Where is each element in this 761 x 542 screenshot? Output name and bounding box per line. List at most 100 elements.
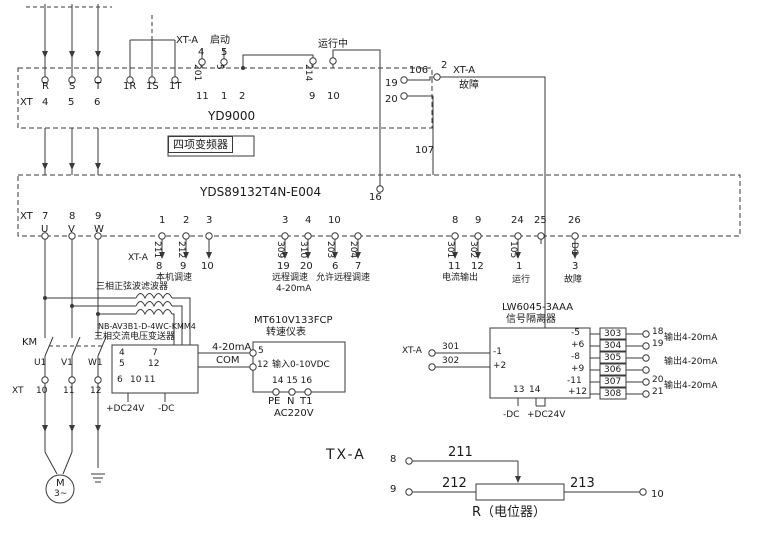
box1-model: YD9000 bbox=[208, 109, 256, 123]
isolator-output2-label: 输出4-20mA bbox=[664, 357, 718, 367]
box1-terminal-6: 6 bbox=[94, 97, 101, 108]
wire-105-label: 105 bbox=[508, 241, 518, 259]
run-output-label: 运行 bbox=[512, 275, 531, 285]
runout-xt-1: 1 bbox=[516, 261, 523, 272]
transmitter-pin-12: 12 bbox=[148, 359, 160, 369]
remote-enable-label: 允许远程调速 bbox=[316, 273, 371, 283]
lead-u1: U1 bbox=[34, 358, 47, 368]
phase-r: R bbox=[42, 81, 49, 92]
box2-terminal-9: 9 bbox=[95, 211, 102, 222]
wire-5-label: 5 bbox=[214, 64, 224, 70]
lead-v1: V1 bbox=[61, 358, 73, 368]
pot-terminal-8: 8 bbox=[390, 454, 397, 465]
isolator-label: 信号隔离器 bbox=[506, 314, 556, 325]
box1-terminal-9: 9 bbox=[309, 91, 316, 102]
current-output-label: 电流输出 bbox=[442, 273, 479, 283]
start-label: 启动 bbox=[210, 35, 230, 46]
wire-214-label: 214 bbox=[303, 64, 313, 82]
meter-input-label: 输入0-10VDC bbox=[272, 360, 330, 370]
running-label: 运行中 bbox=[318, 39, 348, 50]
wire-203-label: 203 bbox=[325, 241, 335, 259]
isolator-xt-20: 20 bbox=[652, 375, 664, 385]
wire-301-label: 301 bbox=[445, 241, 455, 259]
leads-xt-10: 10 bbox=[36, 386, 48, 396]
local-terminal-3: 3 bbox=[206, 215, 213, 226]
meter-pe-label: PE bbox=[268, 396, 281, 407]
isolator-wire-304: 304 bbox=[604, 341, 622, 351]
meter-t1-label: T1 bbox=[300, 396, 313, 407]
pot-label: R（电位器） bbox=[472, 505, 547, 520]
pot-tag-label: TX-A bbox=[326, 447, 366, 463]
meter-n-label: N bbox=[287, 396, 295, 407]
isolator-dc-minus-label: -DC bbox=[503, 410, 520, 420]
motor-phase-label: 3~ bbox=[54, 489, 68, 499]
local-xt-9: 9 bbox=[180, 261, 187, 272]
transmitter-pin-4: 4 bbox=[119, 348, 125, 358]
runout-terminal-24: 24 bbox=[511, 215, 524, 226]
transmitter-pin-6: 6 bbox=[117, 375, 123, 385]
isolator-wire-308: 308 bbox=[604, 389, 622, 399]
output-u: U bbox=[41, 224, 49, 235]
isolator-xt-18: 18 bbox=[652, 327, 664, 337]
box1-terminal-5: 5 bbox=[68, 97, 75, 108]
fault-label: 故障 bbox=[459, 80, 479, 91]
remote-speed-range-label: 4-20mA bbox=[276, 284, 312, 294]
isolator-pin-minus11: -11 bbox=[567, 376, 582, 386]
lead-w1: W1 bbox=[88, 358, 103, 368]
wire-310-label: 310 bbox=[298, 241, 308, 259]
box2-terminal-16: 16 bbox=[369, 192, 382, 203]
isolator-pin-plus12: +12 bbox=[568, 387, 587, 397]
runout-terminal-25: 25 bbox=[534, 215, 547, 226]
box1-terminal-19: 19 bbox=[385, 78, 398, 89]
isolator-pin-14: 14 bbox=[529, 385, 541, 395]
km-contactor-label: KM bbox=[22, 337, 38, 348]
box1-terminal-20: 20 bbox=[385, 94, 398, 105]
filter-label: 三相正弦波滤波器 bbox=[96, 282, 169, 292]
local-speed-label: 本机调速 bbox=[156, 273, 193, 283]
remote-xt-20: 20 bbox=[300, 261, 313, 272]
motor-m-label: M bbox=[56, 478, 65, 489]
start-group-label: XT-A bbox=[176, 35, 199, 46]
box2-xt-label: XT bbox=[20, 211, 33, 222]
transmitter-dc-plus-label: +DC24V bbox=[106, 404, 145, 414]
isolator-pin-13: 13 bbox=[513, 385, 525, 395]
pot-terminal-10: 10 bbox=[651, 489, 664, 500]
isolator-pin-minus1: -1 bbox=[493, 347, 502, 357]
leads-xt-label: XT bbox=[12, 386, 24, 396]
isolator-wire-301: 301 bbox=[442, 342, 460, 352]
transmitter-pin-7: 7 bbox=[152, 348, 158, 358]
phase-1t: 1T bbox=[169, 81, 182, 92]
meter-pin-12: 12 bbox=[257, 360, 269, 370]
isolator-model: LW6045-3AAA bbox=[502, 302, 574, 313]
wire-211-label: 211 bbox=[152, 241, 162, 259]
transmitter-dc-minus-label: -DC bbox=[158, 404, 175, 414]
transmitter-pin-10: 10 bbox=[130, 375, 142, 385]
output-v: V bbox=[68, 224, 75, 235]
meter-ac-label: AC220V bbox=[274, 408, 314, 419]
remote-speed-label: 远程调速 bbox=[272, 273, 309, 283]
phase-1s: 1S bbox=[146, 81, 159, 92]
local-terminal-2: 2 bbox=[183, 215, 190, 226]
leads-xt-11: 11 bbox=[63, 386, 75, 396]
transmitter-label: 三相交流电压变送器 bbox=[94, 332, 176, 342]
enable-xt-7: 7 bbox=[355, 261, 362, 272]
phase-t: T bbox=[95, 81, 102, 92]
wire-201-label: 201 bbox=[192, 64, 202, 82]
isolator-output1-label: 输出4-20mA bbox=[664, 333, 718, 343]
faultout-terminal-26: 26 bbox=[568, 215, 581, 226]
wire-302-label: 302 bbox=[468, 241, 478, 259]
isolator-pin-plus6: +6 bbox=[571, 340, 585, 350]
box1-terminal-2: 2 bbox=[239, 91, 246, 102]
box1-terminal-1: 1 bbox=[221, 91, 228, 102]
meter-pin-numbers: 14 15 16 bbox=[272, 376, 313, 386]
remote-terminal-4: 4 bbox=[305, 215, 312, 226]
pot-wire-212: 212 bbox=[442, 476, 467, 491]
enable-terminal-10: 10 bbox=[328, 215, 341, 226]
fault-output-label: 故障 bbox=[564, 275, 583, 285]
local-xt-label: XT-A bbox=[128, 253, 148, 263]
curout-xt-12: 12 bbox=[471, 261, 484, 272]
isolator-xt-label: XT-A bbox=[402, 346, 422, 356]
isolator-xt-19: 19 bbox=[652, 339, 664, 349]
fault-terminal-2: 2 bbox=[441, 60, 448, 71]
